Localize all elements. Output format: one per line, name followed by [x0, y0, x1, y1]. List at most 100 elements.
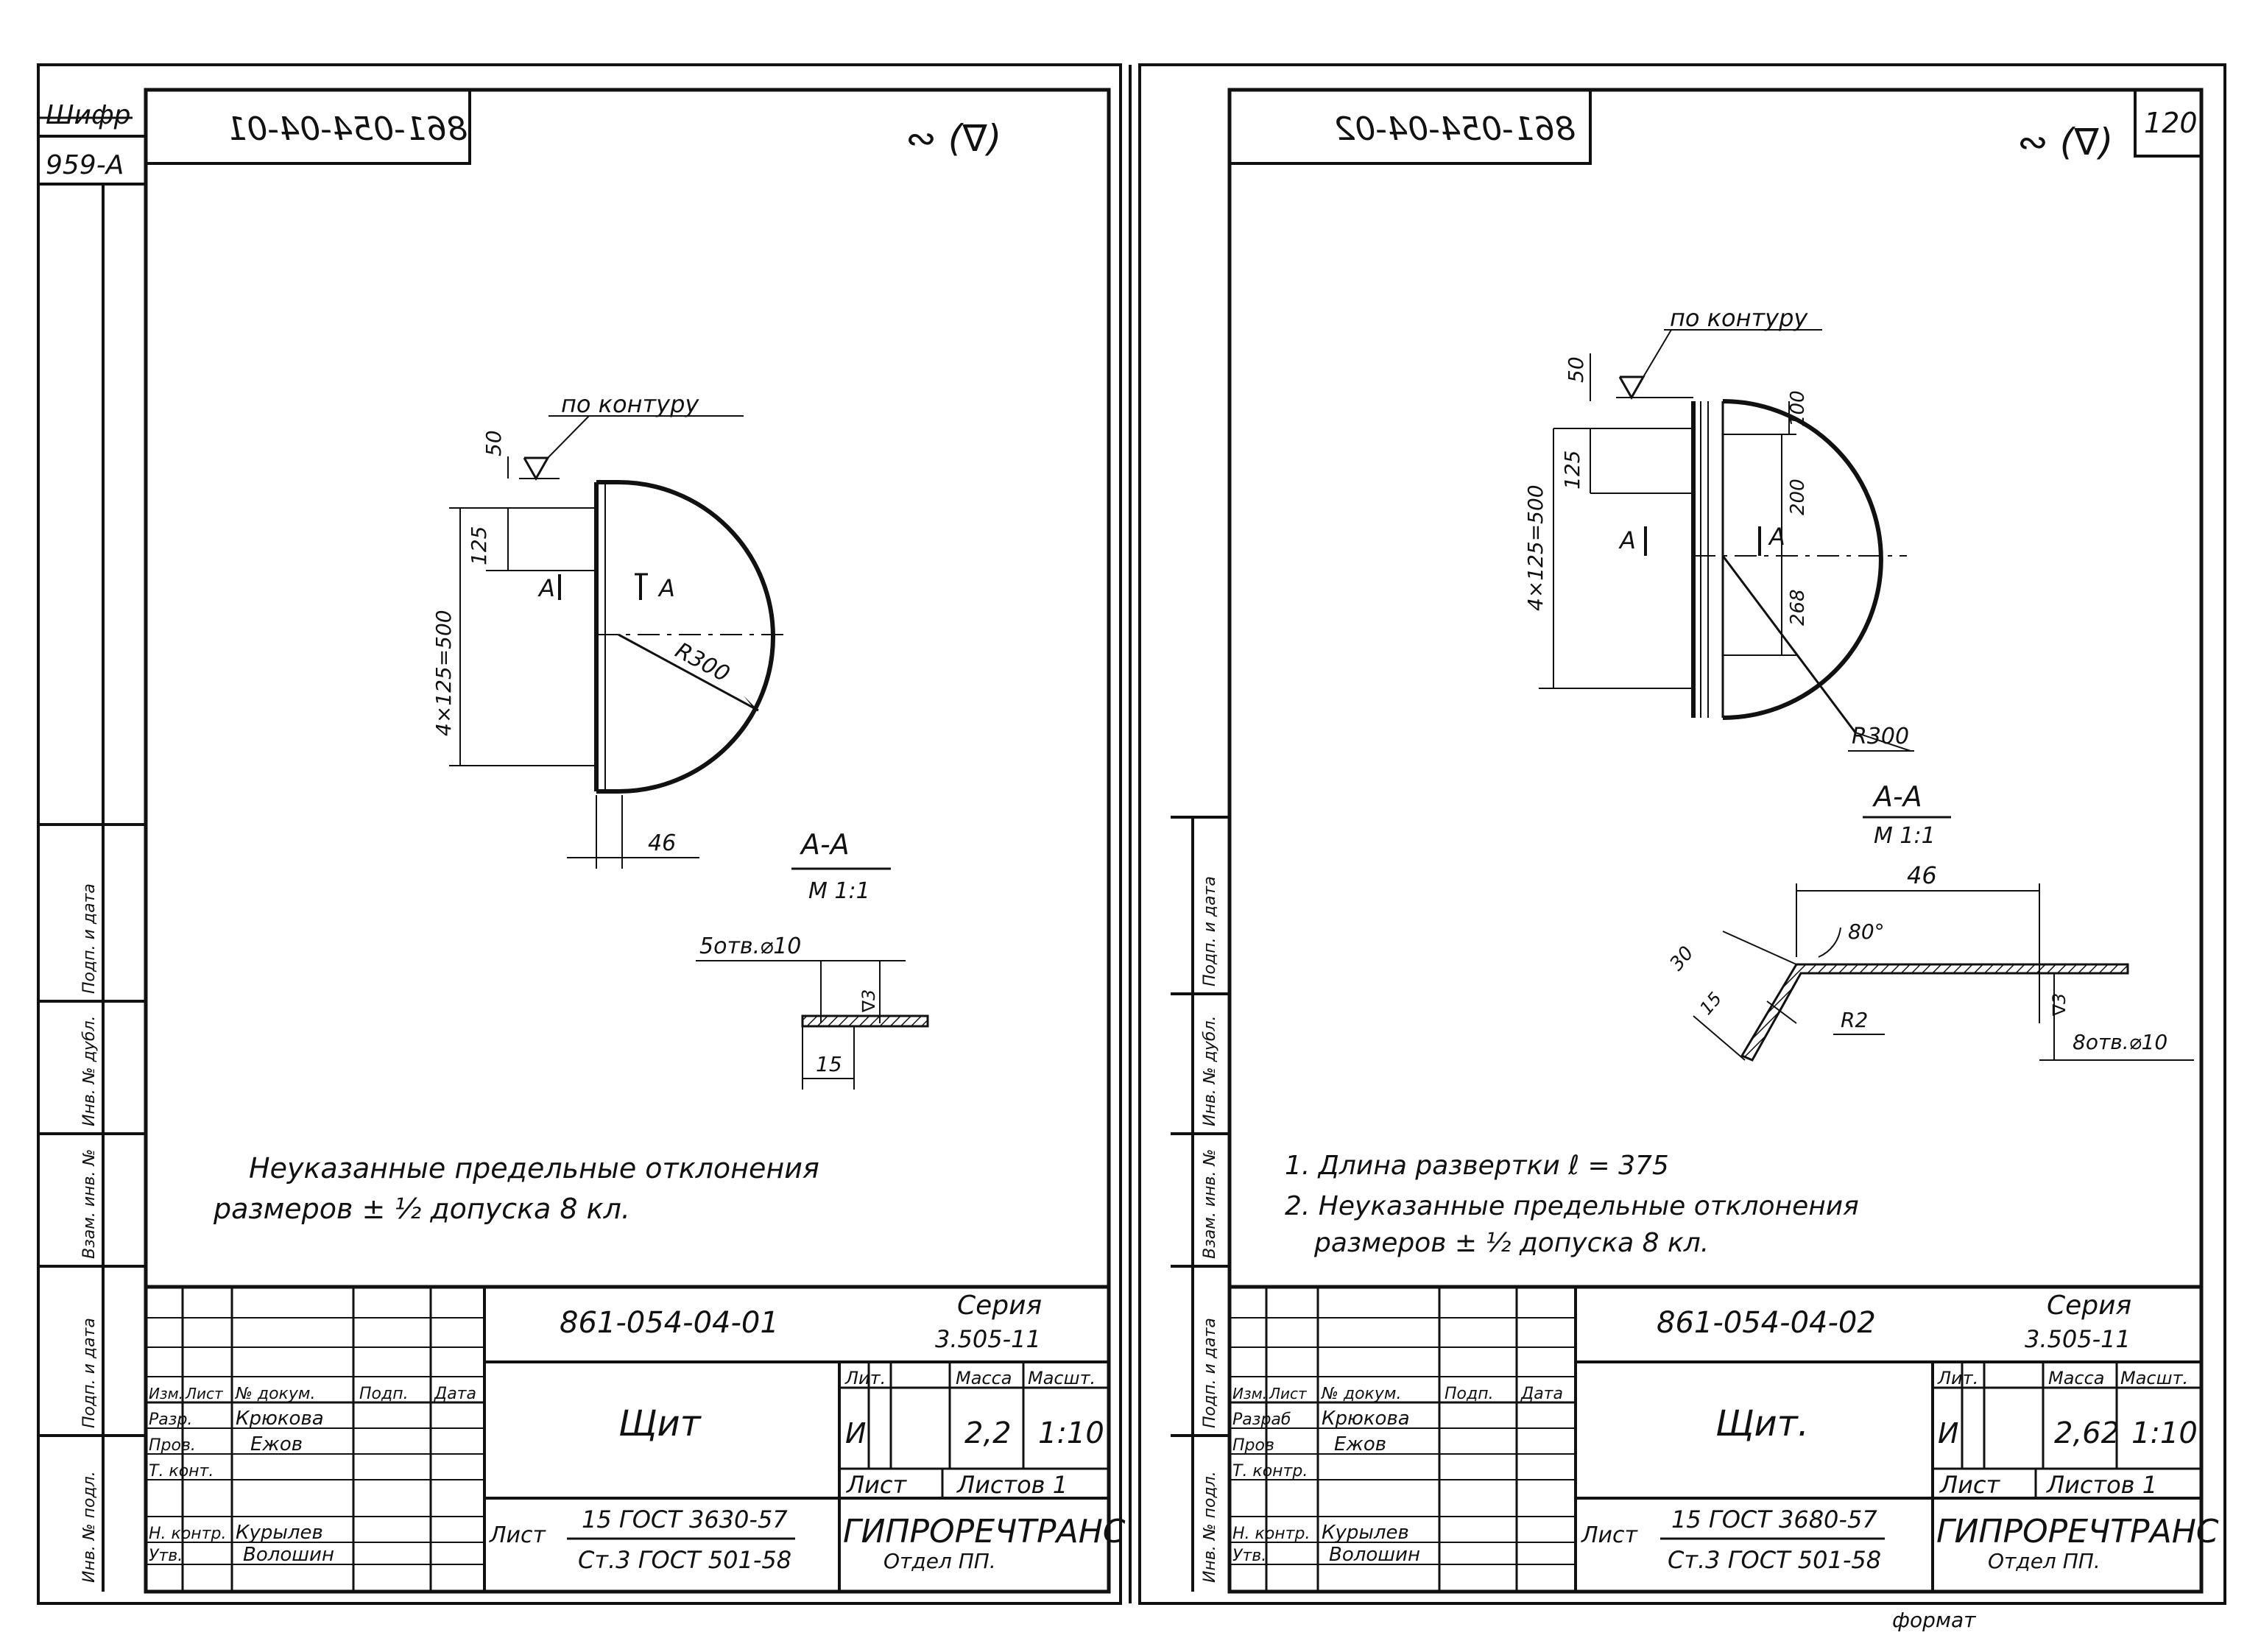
right-d15: 15 — [1696, 988, 1726, 1018]
right-section-mark-1: А — [1618, 526, 1636, 554]
left-material-bottom: Ст.3 ГОСТ 501-58 — [578, 1546, 791, 1574]
right-page-number: 120 — [2144, 107, 2198, 139]
right-sheet-label: Лист — [1939, 1471, 2000, 1499]
right-top-code: 861-054-04-02 — [1334, 110, 1576, 148]
right-side-label-dup: Инв. № дубл. — [1201, 1015, 1219, 1126]
left-hdr-izm: Изм. — [149, 1385, 183, 1402]
left-series-label: Серия — [957, 1291, 1042, 1321]
right-surface-symbol: ∾ (∇) — [2017, 121, 2113, 163]
left-material-top: 15 ГОСТ 3630-57 — [582, 1505, 788, 1533]
right-d50: 50 — [1564, 356, 1588, 383]
right-section-title: А-А — [1872, 780, 1922, 813]
right-hdr-sign: Подп. — [1445, 1385, 1494, 1403]
left-section-mark-2: А — [657, 574, 675, 602]
left-person-0: Крюкова — [236, 1408, 324, 1430]
right-outer-frame — [1138, 63, 2226, 1605]
left-plate-view: R300 по контуру 50 125 4×125=500 А А — [431, 390, 788, 869]
right-format-label: формат — [1892, 1608, 1976, 1632]
right-hdr-date: Дата — [1520, 1385, 1563, 1403]
right-r2: R2 — [1841, 1008, 1868, 1032]
left-role-1: Пров. — [149, 1436, 196, 1455]
right-section-profile — [1740, 963, 2129, 1062]
right-d200: 200 — [1787, 479, 1809, 515]
right-plate-arc — [1722, 399, 1883, 720]
left-material-prefix: Лист — [489, 1522, 547, 1548]
right-side-label-replace: Взам. инв. № — [1201, 1149, 1219, 1259]
right-note-1: 1. Длина развертки ℓ = 375 — [1285, 1151, 1669, 1181]
right-section-scale: М 1:1 — [1874, 823, 1936, 849]
left-d4x125: 4×125=500 — [431, 610, 456, 736]
left-contour-note: по контуру — [561, 390, 699, 418]
right-note-3: размеров ± ½ допуска 8 кл. — [1313, 1228, 1709, 1258]
left-note-1: Неуказанные предельные отклонения — [249, 1152, 819, 1185]
right-person-1: Ежов — [1334, 1433, 1386, 1455]
left-org: ГИПРОРЕЧТРАНС — [843, 1513, 1126, 1550]
right-material-top: 15 ГОСТ 3680-57 — [1671, 1505, 1877, 1533]
right-hdr-doc: № докум. — [1321, 1385, 1401, 1403]
left-section-aa: А-А М 1:1 5отв.⌀10 ∇3 15 — [696, 828, 929, 1090]
left-hdr-doc: № докум. — [235, 1385, 315, 1403]
right-person-0: Крюкова — [1322, 1408, 1410, 1430]
left-mass-label: Масса — [956, 1368, 1012, 1388]
right-hdr-list: Лист — [1269, 1385, 1308, 1402]
left-role-3: Н. контр. — [149, 1525, 226, 1543]
cipher-label: Шифр — [46, 100, 131, 130]
left-top-code-box — [144, 88, 471, 165]
right-side-label-sign-date-2: Подп. и дата — [1201, 876, 1219, 986]
left-inner-frame — [144, 88, 1111, 1594]
right-doc-number: 861-054-04-02 — [1657, 1306, 1876, 1340]
left-d50: 50 — [482, 430, 506, 456]
left-section-scale: М 1:1 — [808, 878, 870, 904]
right-d46: 46 — [1907, 861, 1937, 889]
right-role-3: Н. контр. — [1232, 1525, 1310, 1543]
right-side-label-sign-date-1: Подп. и дата — [1201, 1318, 1219, 1428]
right-r300: R300 — [1852, 724, 1909, 749]
right-sheet: Инв. № подл. Подп. и дата Взам. инв. № И… — [1138, 63, 2226, 1632]
left-scale-label: Масшт. — [1028, 1368, 1096, 1388]
right-mass-label: Масса — [2048, 1368, 2105, 1388]
right-material-prefix: Лист — [1581, 1522, 1639, 1548]
left-section-title: А-А — [799, 828, 850, 861]
right-side-label-inv: Инв. № подл. — [1201, 1471, 1219, 1583]
right-d4x125: 4×125=500 — [1523, 484, 1548, 611]
side-label-inv: Инв. № подл. — [80, 1471, 99, 1583]
right-role-4: Утв. — [1232, 1547, 1266, 1565]
left-person-4: Волошин — [243, 1544, 334, 1566]
right-series-value: 3.505-11 — [2025, 1325, 2131, 1353]
right-d100: 100 — [1787, 390, 1809, 427]
right-person-3: Курылев — [1322, 1522, 1409, 1544]
right-holes: 8отв.⌀10 — [2073, 1030, 2167, 1054]
left-side-stamp: Шифр 959-А Инв. № подл. Подп. и дата Вза… — [38, 100, 146, 1592]
right-series-label: Серия — [2047, 1291, 2131, 1321]
left-part-name: Щит — [618, 1403, 702, 1444]
right-page-number-box — [2134, 88, 2203, 158]
left-sheets-label: Листов 1 — [956, 1471, 1068, 1499]
left-top-code: 861-054-04-01 — [226, 110, 468, 148]
right-sheets-label: Листов 1 — [2046, 1471, 2157, 1499]
right-material-bottom: Ст.3 ГОСТ 501-58 — [1668, 1546, 1881, 1574]
left-sheet-label: Лист — [846, 1471, 907, 1499]
right-role-1: Пров — [1232, 1436, 1274, 1455]
left-scale-value: 1:10 — [1038, 1416, 1104, 1450]
left-outer-frame — [37, 63, 1122, 1605]
right-person-4: Волошин — [1329, 1544, 1420, 1566]
right-top-code-box — [1228, 88, 1592, 165]
side-label-dup: Инв. № дубл. — [80, 1015, 99, 1126]
left-hdr-list: Лист — [185, 1385, 224, 1402]
left-d46: 46 — [648, 830, 676, 856]
right-section-mark-2: А — [1768, 523, 1785, 551]
right-part-name: Щит. — [1715, 1403, 1809, 1444]
right-note-2: 2. Неуказанные предельные отклонения — [1285, 1191, 1859, 1221]
right-v3: ∇3 — [2049, 993, 2070, 1017]
left-lit-label: Лит. — [844, 1368, 886, 1388]
right-angle: 80° — [1848, 919, 1885, 944]
right-scale-label: Масшт. — [2120, 1368, 2188, 1388]
left-d15: 15 — [816, 1052, 842, 1076]
left-section-profile — [801, 1014, 929, 1028]
right-title-block: Изм. Лист № докум. Подп. Дата Разраб Крю… — [1227, 1285, 2219, 1594]
right-hdr-izm: Изм. — [1232, 1385, 1267, 1402]
right-section-aa: А-А М 1:1 46 80° 30 15 R2 ∇3 8отв.⌀10 — [1665, 780, 2194, 1062]
cipher-number: 959-А — [46, 150, 124, 180]
left-holes: 5отв.⌀10 — [699, 933, 801, 959]
left-person-3: Курылев — [236, 1522, 323, 1544]
